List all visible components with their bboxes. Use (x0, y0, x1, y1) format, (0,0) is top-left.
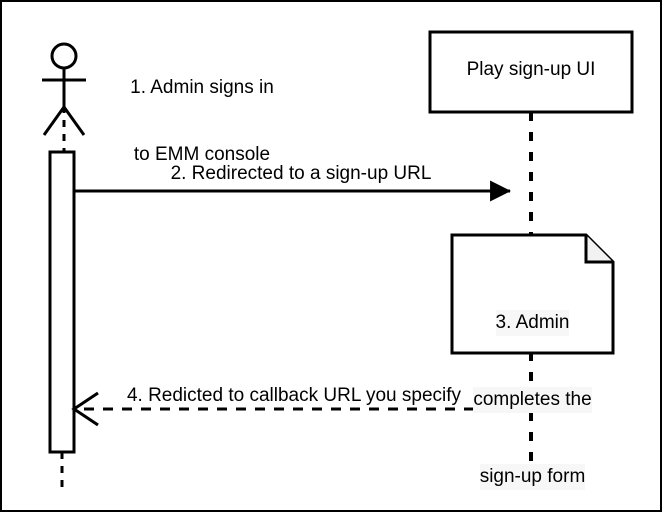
actor-caption: 1. Admin signs in to EMM console (98, 32, 306, 211)
actor-activation-bar (48, 150, 76, 454)
note-3-line-1: 3. Admin (495, 310, 570, 336)
message-4-arrowhead-open-v (71, 391, 99, 427)
message-2-label: 2. Redirected to a sign-up URL (170, 163, 432, 184)
message-4-label: 4. Redicted to callback URL you specify (126, 385, 462, 406)
participant-box-play-signup-ui (428, 30, 634, 114)
note-3-line-3-wrap: sign-up form (453, 464, 612, 490)
actor-caption-line-1: 1. Admin signs in (130, 76, 274, 98)
note-3-text: 3. Admin completes the sign-up form (453, 259, 612, 510)
stick-figure-actor-icon (42, 42, 86, 136)
note-3-shape (450, 233, 615, 355)
actor-caption-line-2: to EMM console (133, 144, 271, 166)
note-3-line-2-wrap: completes the (453, 387, 612, 413)
participant-label-play-signup-ui: Play sign-up UI (466, 59, 596, 80)
note-3-line-2: completes the (473, 387, 592, 413)
note-3-line-1-wrap: 3. Admin (453, 310, 612, 336)
note-3-line-3: sign-up form (479, 464, 586, 490)
